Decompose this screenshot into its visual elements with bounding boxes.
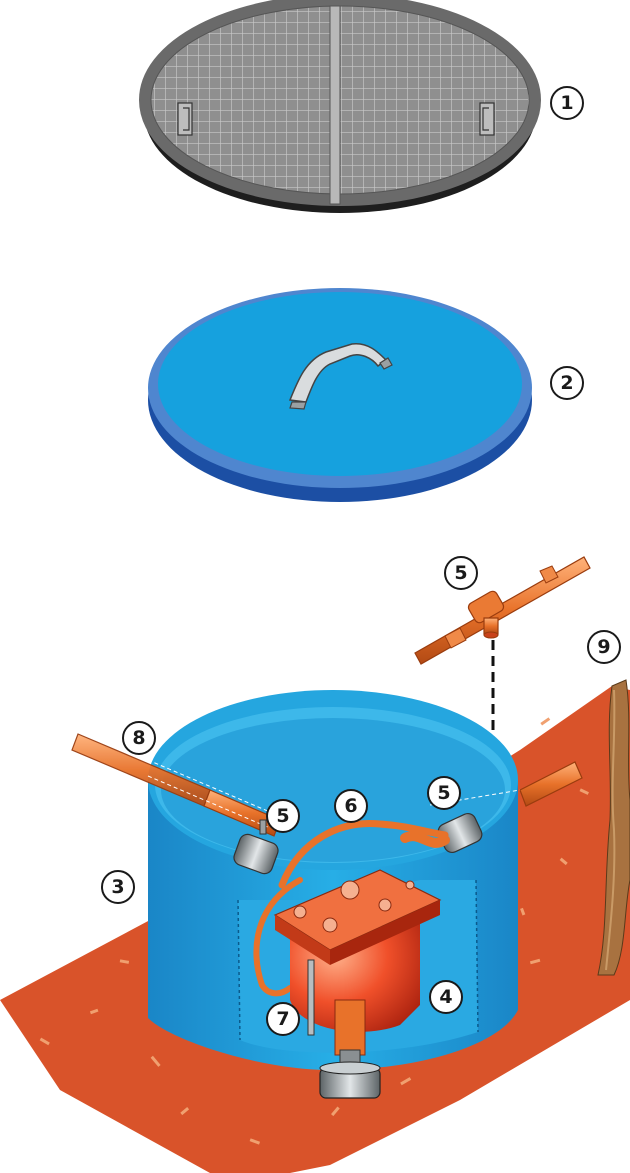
callout-8-label: 8 — [132, 727, 145, 749]
callout-5-tee-label: 5 — [454, 562, 467, 584]
callout-2: 2 — [551, 367, 583, 399]
callout-5-tee: 5 — [445, 557, 477, 589]
callout-3: 3 — [102, 871, 134, 903]
drain-rod — [308, 960, 314, 1035]
callout-9: 9 — [588, 631, 620, 663]
lift-handle-left — [178, 103, 192, 135]
lift-handle-right — [480, 103, 494, 135]
manhole-cover — [140, 0, 540, 213]
pipe-tee-fitting — [415, 557, 590, 664]
callout-5-right-label: 5 — [437, 782, 450, 804]
callout-5-left-label: 5 — [276, 805, 289, 827]
callout-4-label: 4 — [439, 986, 452, 1008]
callout-6-label: 6 — [344, 795, 357, 817]
callout-3-label: 3 — [111, 876, 124, 898]
callout-7: 7 — [267, 1003, 299, 1035]
callout-5-left: 5 — [267, 800, 299, 832]
callout-2-label: 2 — [560, 372, 573, 394]
callout-1: 1 — [551, 87, 583, 119]
callout-7-label: 7 — [276, 1008, 289, 1030]
insulating-lid — [148, 288, 532, 502]
callout-4: 4 — [430, 981, 462, 1013]
callout-1-label: 1 — [560, 92, 573, 114]
callout-9-label: 9 — [597, 636, 610, 658]
callout-6: 6 — [335, 790, 367, 822]
callout-5-right: 5 — [428, 777, 460, 809]
callout-8: 8 — [123, 722, 155, 754]
